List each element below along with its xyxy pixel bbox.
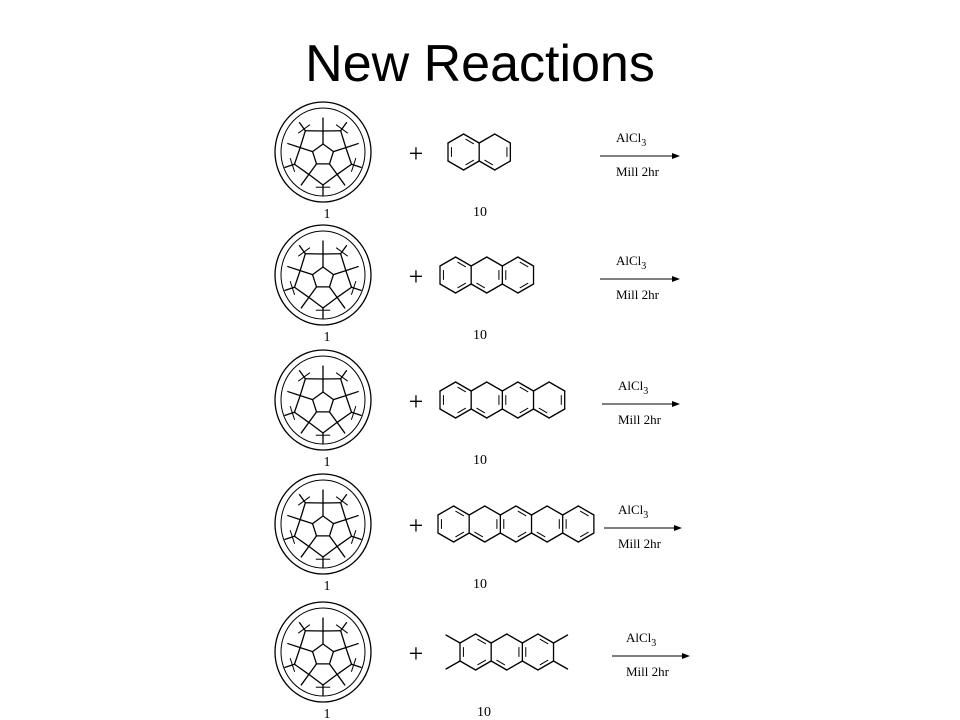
fullerene-structure [274,349,372,451]
conditions-label: Mill 2hr [616,164,660,179]
conditions-label: Mill 2hr [618,412,662,427]
reaction-arrow [604,525,682,531]
reactant2-label: 10 [473,205,487,220]
reactant2-label: 10 [477,705,491,720]
reactant1-label: 1 [324,579,331,594]
fullerene-structure [274,101,372,203]
fullerene-structure [274,473,372,575]
reactant1-label: 1 [324,707,331,720]
conditions-label: Mill 2hr [618,536,662,551]
plus-sign: + [409,511,424,540]
plus-sign: + [409,639,424,668]
reactant1-label: 1 [324,330,331,345]
anthracene-structure [439,256,535,294]
reaction-arrow [612,653,690,659]
reactant2-label: 10 [473,328,487,343]
reaction-arrow [602,401,680,407]
plus-sign: + [409,139,424,168]
conditions-label: Mill 2hr [616,287,660,302]
fullerene-structure [274,224,372,326]
reagent-label: AlCl3 [616,253,646,272]
plus-sign: + [409,387,424,416]
reagent-label: AlCl3 [626,630,656,649]
plus-sign: + [409,262,424,291]
reagent-label: AlCl3 [616,130,646,149]
reaction-arrow [600,276,680,282]
pentacene-structure [437,505,595,543]
reactant2-label: 10 [473,453,487,468]
tetracene-structure [439,381,566,419]
reactant1-label: 1 [324,455,331,470]
naphthalene-structure [447,133,512,171]
reagent-label: AlCl3 [618,378,648,397]
reactant2-label: 10 [473,577,487,592]
conditions-label: Mill 2hr [626,664,670,679]
page-title: New Reactions [305,35,655,93]
reaction-arrow [600,153,680,159]
reactant1-label: 1 [324,207,331,222]
fullerene-structure [274,601,372,703]
reagent-label: AlCl3 [618,502,648,521]
tetramethylanthracene-structure [445,633,569,671]
